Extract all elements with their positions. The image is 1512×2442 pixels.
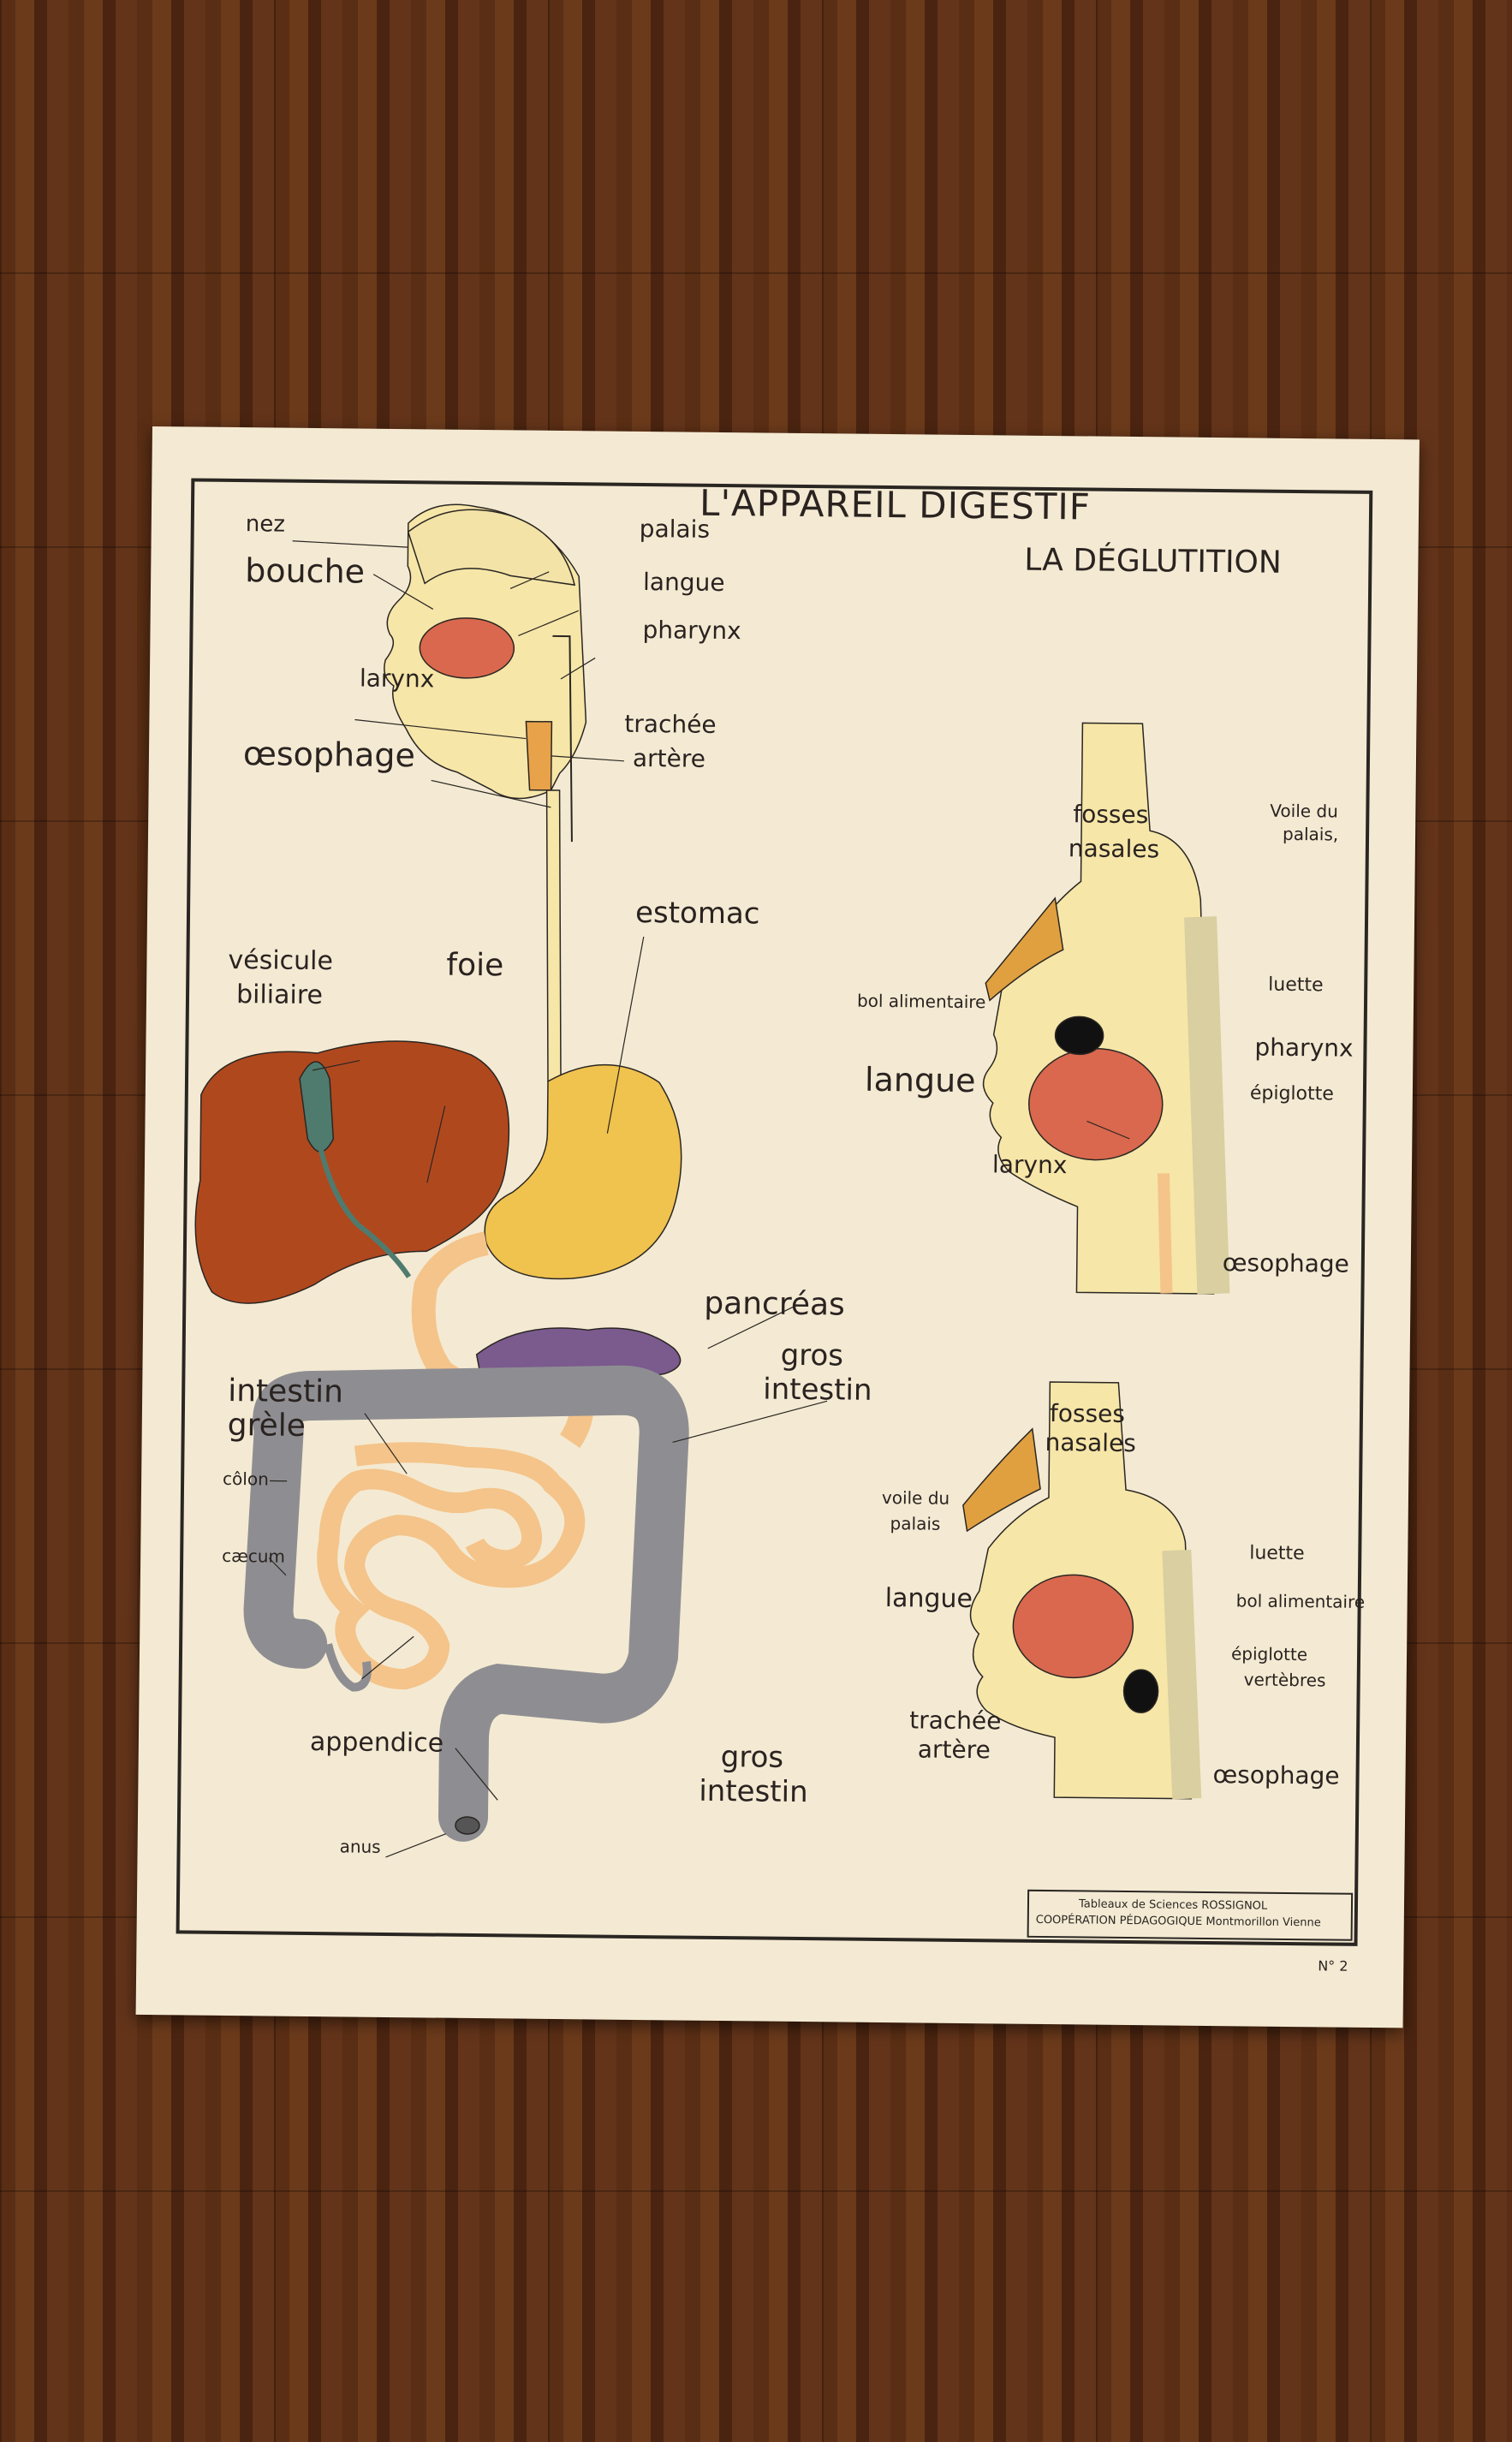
swallow-bottom-label-vertebres: vertèbres	[1243, 1669, 1326, 1691]
swallow-bottom-label-fosses-2: nasales	[1045, 1427, 1137, 1458]
poster-illustration	[194, 503, 1230, 1858]
digestive-system-poster: L'APPAREIL DIGESTIF LA DÉGLUTITION nez b…	[135, 426, 1420, 2028]
mouth-tongue	[419, 617, 515, 679]
label-anus: anus	[339, 1836, 381, 1857]
label-gros-intestin-top-2: intestin	[763, 1372, 872, 1408]
swallow-bottom-label-fosses-1: fosses	[1049, 1399, 1126, 1428]
bile-duct	[318, 1147, 412, 1278]
label-intestin-grele-2: grèle	[227, 1407, 307, 1444]
liver	[194, 1040, 510, 1304]
swallow-bottom-label-langue: langue	[884, 1583, 973, 1615]
swallow-top-label-fosses-2: nasales	[1068, 834, 1160, 864]
swallow-bottom-food-bolus	[1122, 1669, 1159, 1713]
label-foie: foie	[446, 947, 504, 984]
poster-subtitle: LA DÉGLUTITION	[1024, 542, 1283, 581]
swallow-bottom-label-oesophage: œsophage	[1212, 1760, 1340, 1790]
swallow-bottom-label-luette: luette	[1249, 1542, 1305, 1565]
ascending-colon	[243, 1404, 328, 1669]
swallow-bottom-tongue	[1012, 1574, 1134, 1679]
label-trachee-1: trachée	[624, 709, 717, 739]
swallow-bottom-label-trachee-2: artère	[917, 1735, 991, 1765]
esophagus	[545, 789, 562, 1082]
swallow-top-food-bolus	[1054, 1016, 1104, 1056]
label-gros-intestin-bottom-2: intestin	[699, 1773, 808, 1810]
label-vesicule-2: biliaire	[235, 980, 324, 1011]
label-larynx: larynx	[359, 664, 435, 694]
plate-number: N° 2	[1318, 1957, 1348, 1974]
swallow-top-label-luette: luette	[1268, 974, 1324, 997]
publisher-line-2: COOPÉRATION PÉDAGOGIQUE Montmorillon Vie…	[1035, 1913, 1321, 1930]
label-gros-intestin-bottom-1: gros	[720, 1740, 784, 1775]
label-trachee-2: artère	[632, 743, 706, 773]
larynx-rings	[525, 720, 553, 791]
stomach	[484, 1063, 682, 1280]
publisher-box: Tableaux de Sciences ROSSIGNOL COOPÉRATI…	[1027, 1889, 1354, 1941]
swallow-top-label-voile-2: palais,	[1282, 823, 1339, 845]
label-intestin-grele-1: intestin	[227, 1373, 344, 1410]
label-pharynx: pharynx	[642, 616, 741, 646]
label-vesicule-1: vésicule	[228, 944, 334, 977]
label-gros-intestin-top-1: gros	[780, 1337, 844, 1373]
swallow-top-tongue	[1028, 1047, 1164, 1161]
skull-cap	[407, 509, 576, 587]
gallbladder	[299, 1061, 335, 1153]
label-pancreas: pancréas	[704, 1285, 846, 1323]
label-palais: palais	[639, 514, 711, 544]
label-bouche: bouche	[245, 551, 366, 591]
small-intestine	[317, 1442, 586, 1690]
pharynx-tube	[552, 634, 573, 843]
swallow-top-label-bol: bol alimentaire	[856, 990, 986, 1013]
swallow-bottom-spine	[1162, 1549, 1202, 1800]
label-estomac: estomac	[634, 895, 760, 932]
swallow-top-esophagus	[1157, 1173, 1173, 1294]
swallow-bottom-label-voile-2: palais	[890, 1513, 941, 1534]
poster-title: L'APPAREIL DIGESTIF	[699, 481, 1092, 528]
swallow-bottom-label-bol: bol alimentaire	[1235, 1590, 1366, 1612]
label-colon: côlon	[223, 1468, 269, 1490]
swallow-top-label-oesophage: œsophage	[1222, 1248, 1350, 1278]
leader-lines	[268, 540, 1130, 1858]
label-oesophage: œsophage	[242, 735, 416, 775]
label-langue: langue	[642, 568, 725, 598]
swallow-top-nose-bone	[985, 896, 1064, 1002]
large-intestine	[253, 1365, 689, 1842]
swallow-top-label-fosses-1: fosses	[1073, 800, 1149, 830]
swallow-top-label-epiglotte: épiglotte	[1249, 1082, 1334, 1105]
swallow-top-label-larynx: larynx	[991, 1150, 1068, 1180]
anus	[455, 1816, 480, 1835]
swallow-top-spine	[1184, 916, 1230, 1295]
swallow-bottom-nose-bone	[962, 1427, 1041, 1533]
swallow-bottom-label-epiglotte: épiglotte	[1230, 1643, 1308, 1665]
swallow-bottom-label-trachee-1: trachée	[909, 1706, 1002, 1736]
swallow-top-label-langue: langue	[864, 1060, 976, 1100]
swallow-top-label-pharynx: pharynx	[1254, 1033, 1354, 1063]
swallow-top-label-voile-1: Voile du	[1270, 800, 1339, 822]
label-nez: nez	[245, 511, 286, 538]
swallow-bottom-label-voile-1: voile du	[881, 1486, 950, 1509]
label-appendice: appendice	[309, 1727, 444, 1759]
label-caecum: cæcum	[222, 1545, 286, 1567]
